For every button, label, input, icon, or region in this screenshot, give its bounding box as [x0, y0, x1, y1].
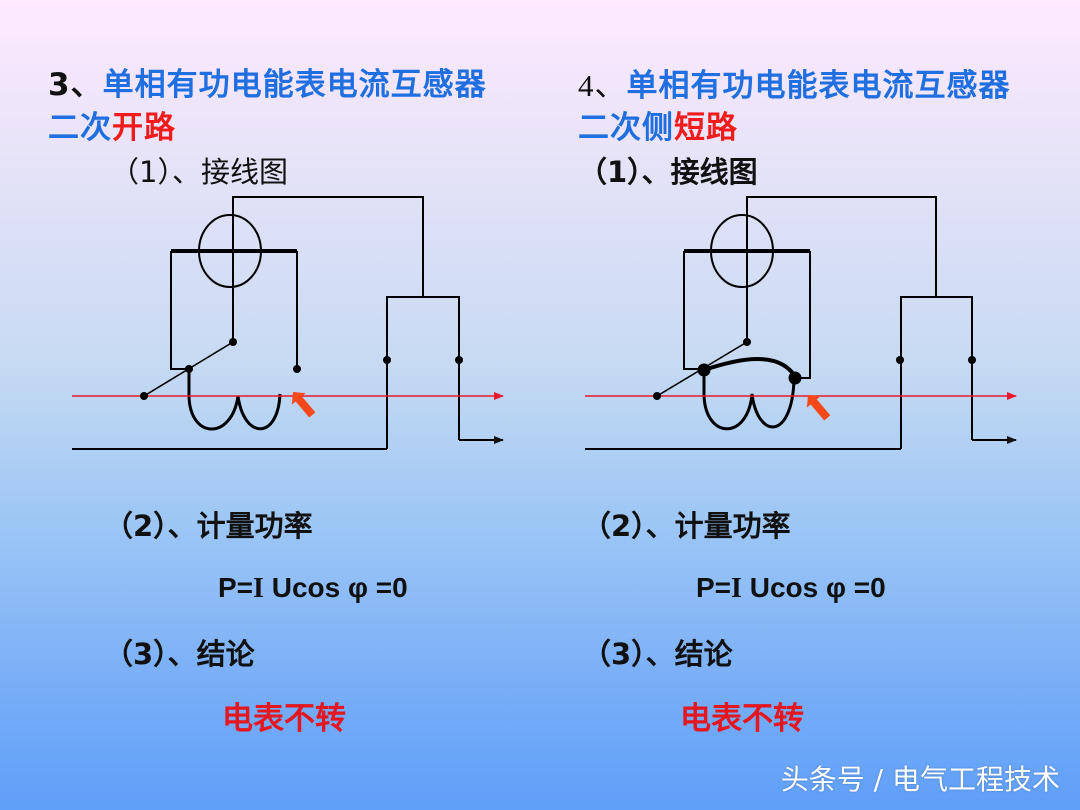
- right-step2-label: （2）、计量功率: [582, 509, 791, 543]
- formula-i: I: [253, 573, 264, 604]
- voltage-wire: [746, 196, 937, 342]
- left-title-blue-part: 二次: [48, 110, 112, 146]
- left-title-main: 单相有功电能表电流互感器: [102, 67, 487, 103]
- right-title-line2: 二次侧短路: [578, 113, 738, 144]
- right-wiring-diagram: [585, 196, 1017, 450]
- right-step3-label: （3）、结论: [582, 637, 733, 671]
- ct-coil: [702, 370, 796, 431]
- ct-coil: [187, 369, 282, 431]
- right-fault-pointer-icon: [806, 395, 831, 421]
- short-circuit-jumper: [703, 357, 798, 380]
- right-title-blue-part: 二次侧: [578, 110, 674, 146]
- formula-rest: Ucos φ =0: [741, 572, 886, 603]
- left-formula: P=I Ucos φ =0: [218, 574, 408, 603]
- watermark: 头条号 / 电气工程技术: [780, 763, 1060, 796]
- formula-rest: Ucos φ =0: [263, 572, 408, 603]
- left-title-line2: 二次开路: [48, 113, 176, 144]
- right-step1-label: （1）、接线图: [578, 155, 758, 189]
- right-box: [900, 296, 973, 449]
- left-step1-label: （1）、接线图: [110, 155, 288, 189]
- right-title-red-part: 短路: [674, 110, 738, 146]
- formula-p: P=: [696, 572, 732, 603]
- right-conclusion: 电表不转: [680, 701, 804, 737]
- right-title-main: 单相有功电能表电流互感器: [626, 68, 1011, 104]
- voltage-wire: [232, 196, 424, 342]
- left-lead: [683, 251, 704, 370]
- left-wiring-diagram: [72, 196, 504, 450]
- left-step2-label: （2）、计量功率: [104, 509, 313, 543]
- right-junction-dots: [653, 338, 976, 400]
- left-lead: [170, 251, 189, 370]
- left-title-line1: 3、单相有功电能表电流互感器: [48, 70, 487, 101]
- formula-i: I: [731, 573, 742, 604]
- right-lead: [796, 251, 811, 379]
- left-junction-dots: [140, 338, 463, 400]
- left-title-number: 3、: [48, 67, 103, 103]
- right-title-number: 4、: [578, 68, 627, 103]
- right-box: [386, 296, 460, 449]
- right-title-line1: 4、单相有功电能表电流互感器: [578, 70, 1011, 102]
- left-step3-label: （3）、结论: [104, 637, 255, 671]
- formula-p: P=: [218, 572, 254, 603]
- left-title-red-part: 开路: [112, 110, 176, 146]
- left-fault-pointer-icon: [291, 392, 316, 418]
- left-conclusion: 电表不转: [222, 701, 346, 737]
- right-formula: P=I Ucos φ =0: [696, 574, 886, 603]
